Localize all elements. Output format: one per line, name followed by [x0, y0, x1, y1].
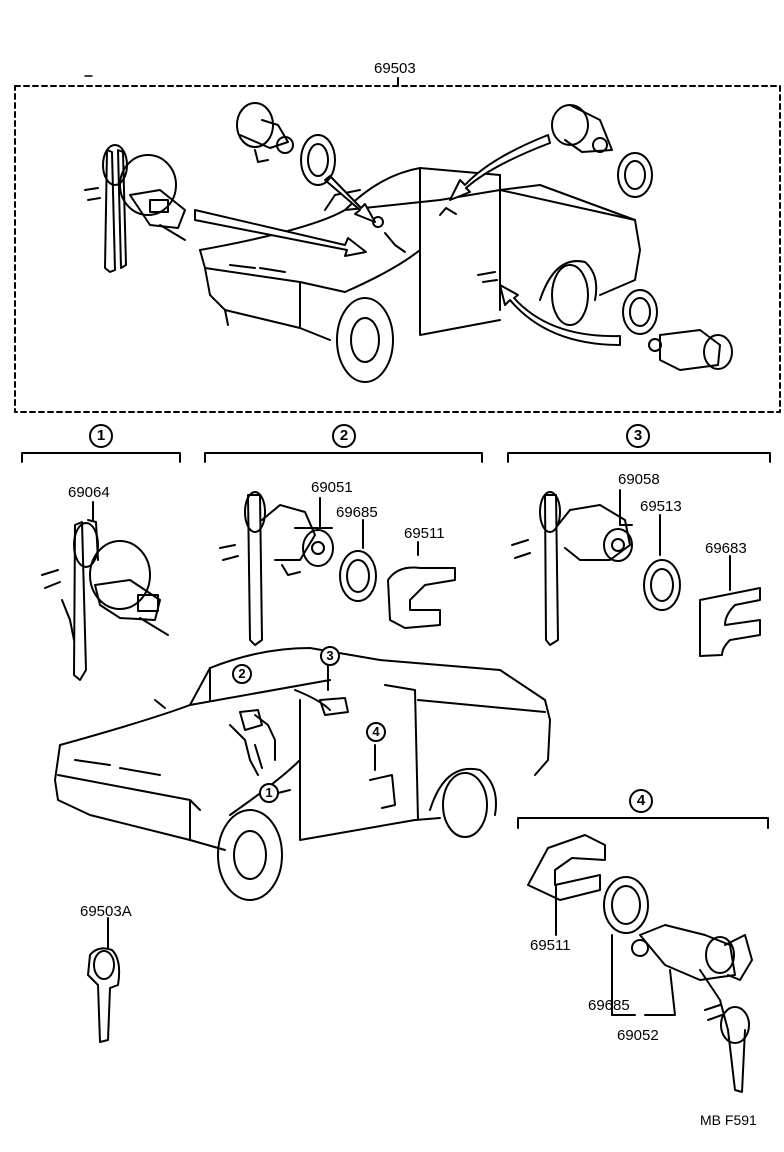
group-4-bracket	[517, 817, 769, 829]
top-rear-lock-parts	[622, 289, 733, 371]
part-label-rear-retainer: 69511	[530, 937, 571, 954]
group-1-bracket	[21, 452, 181, 463]
part-label-right-pad: 69513	[640, 498, 682, 515]
group-4-callout: 4	[629, 789, 653, 813]
part-label-right-retainer: 69683	[705, 540, 747, 557]
part-label-master-key: 69503A	[80, 903, 132, 920]
group-2-bracket	[204, 452, 483, 463]
ignition-cylinder-assembly	[41, 501, 169, 681]
top-left-door-parts	[236, 102, 336, 186]
rear-lock-assembly	[527, 834, 753, 1093]
figure-code: MB F591	[700, 1112, 757, 1128]
top-truck-illustration	[199, 167, 641, 383]
top-arrows	[194, 134, 621, 346]
part-label-rear-cylinder: 69052	[617, 1027, 659, 1044]
truck-callout-3: 3	[320, 646, 340, 666]
truck-callout-4: 4	[366, 722, 386, 742]
part-label-rear-pad: 69685	[588, 997, 630, 1014]
main-truck-illustration	[54, 647, 551, 901]
top-right-door-parts	[551, 104, 653, 198]
truck-callout-2: 2	[232, 664, 252, 684]
top-group-box	[14, 77, 781, 413]
group-2-callout: 2	[332, 424, 356, 448]
part-label-ignition-cylinder: 69064	[68, 484, 110, 501]
right-door-cylinder-assembly	[511, 489, 761, 657]
group-3-callout: 3	[626, 424, 650, 448]
part-label-left-retainer: 69511	[404, 525, 445, 542]
top-group-label: 69503	[374, 60, 416, 77]
group-3-bracket	[507, 452, 771, 463]
part-label-left-door-cylinder: 69051	[311, 479, 353, 496]
part-label-left-pad: 69685	[336, 504, 378, 521]
group-1-callout: 1	[89, 424, 113, 448]
part-label-right-door-cylinder: 69058	[618, 471, 660, 488]
master-key	[87, 917, 121, 1043]
left-door-cylinder-assembly	[219, 491, 456, 646]
top-ignition-assembly	[84, 144, 186, 273]
truck-callout-1: 1	[259, 783, 279, 803]
